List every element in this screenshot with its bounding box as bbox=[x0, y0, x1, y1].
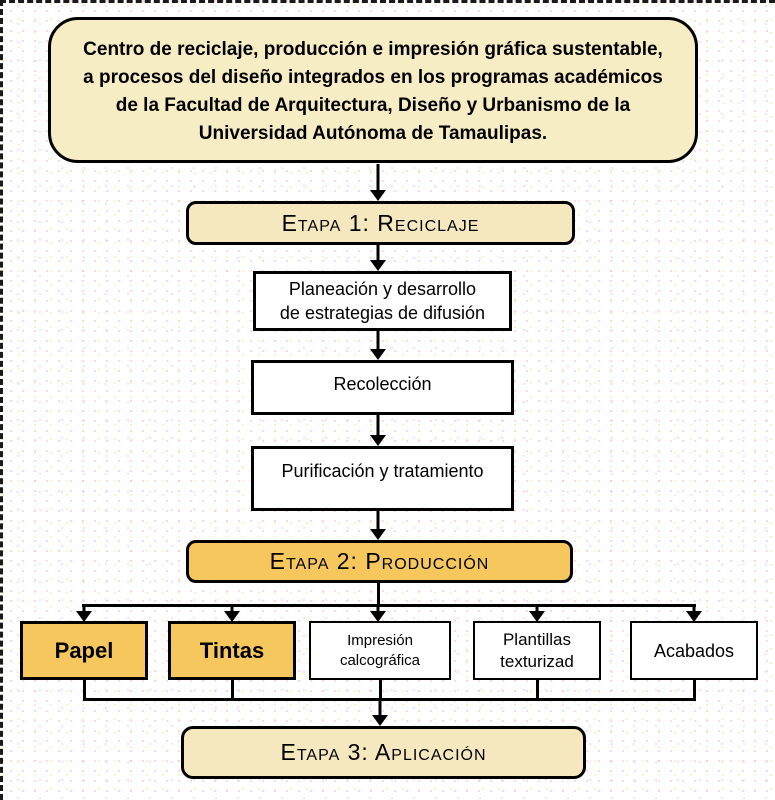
step-planeacion-box: Planeación y desarrollo de estrategias d… bbox=[253, 271, 512, 331]
arrow-etapa1-to-planeacion bbox=[370, 245, 386, 271]
arrow-to-impresion bbox=[370, 607, 386, 622]
branch-acabados-box: Acabados bbox=[630, 621, 758, 680]
branch-plantillas-label: Plantillas texturizad bbox=[500, 629, 574, 671]
stage-etapa1-box: Etapa 1: Reciclaje bbox=[186, 201, 575, 245]
arrow-purificacion-to-etapa2 bbox=[370, 511, 386, 540]
branch-papel-box: Papel bbox=[20, 621, 148, 680]
stub-tintas bbox=[231, 680, 234, 700]
stage-etapa2-box: Etapa 2: Producción bbox=[186, 540, 573, 583]
arrow-to-tintas bbox=[224, 607, 240, 622]
connector-etapa2-stem bbox=[377, 583, 380, 605]
branch-tintas-box: Tintas bbox=[168, 621, 296, 680]
title-text: Centro de reciclaje, producción e impres… bbox=[83, 39, 663, 144]
title-box: Centro de reciclaje, producción e impres… bbox=[48, 17, 698, 163]
connector-collector-line bbox=[83, 698, 696, 701]
stage-etapa2-label: Etapa 2: Producción bbox=[269, 548, 490, 574]
branch-impresion-label: Impresión calcográfica bbox=[339, 631, 421, 669]
arrow-planeacion-to-recoleccion bbox=[370, 331, 386, 360]
arrow-title-to-etapa1 bbox=[370, 164, 386, 201]
stub-plantillas bbox=[536, 680, 539, 700]
arrow-to-plantillas bbox=[529, 607, 545, 622]
connector-distribution-line bbox=[82, 604, 696, 607]
step-purificacion-label: Purificación y tratamiento bbox=[281, 460, 484, 481]
stage-etapa3-label: Etapa 3: Aplicación bbox=[280, 739, 487, 765]
stub-papel bbox=[83, 680, 86, 700]
step-recoleccion-box: Recolección bbox=[251, 360, 514, 415]
stub-impresion bbox=[379, 680, 382, 700]
branch-impresion-box: Impresión calcográfica bbox=[309, 621, 451, 680]
branch-papel-label: Papel bbox=[54, 637, 114, 663]
branch-plantillas-box: Plantillas texturizad bbox=[473, 621, 601, 680]
branch-tintas-label: Tintas bbox=[199, 637, 265, 663]
step-purificacion-box: Purificación y tratamiento bbox=[251, 446, 514, 511]
arrow-recoleccion-to-purificacion bbox=[370, 415, 386, 446]
step-recoleccion-label: Recolección bbox=[333, 373, 432, 394]
stage-etapa1-label: Etapa 1: Reciclaje bbox=[281, 209, 480, 236]
arrow-to-acabados bbox=[686, 607, 702, 622]
branch-acabados-label: Acabados bbox=[653, 640, 735, 661]
step-planeacion-label: Planeación y desarrollo de estrategias d… bbox=[279, 279, 486, 323]
arrow-to-etapa3 bbox=[372, 701, 388, 726]
stub-acabados bbox=[693, 680, 696, 700]
stage-etapa3-box: Etapa 3: Aplicación bbox=[181, 726, 586, 779]
arrow-to-papel bbox=[76, 607, 92, 622]
